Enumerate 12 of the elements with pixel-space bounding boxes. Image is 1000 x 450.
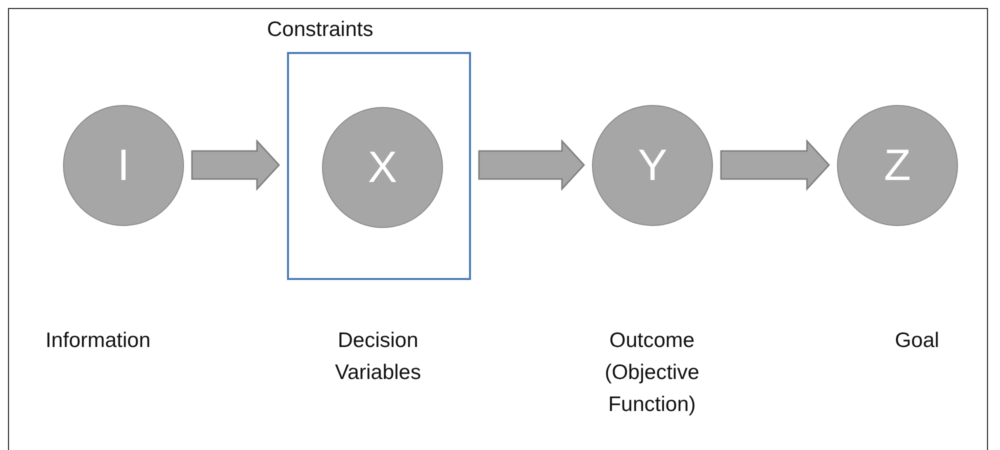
variable-letter: I [117,144,130,188]
stage-label: Information [44,328,152,354]
stage-label: Outcome (Objective Function) [604,328,700,418]
variable-letter: X [368,146,398,190]
stage-label: Decision Variables [334,328,422,386]
stage-label: Goal [894,328,940,354]
block-arrow [478,139,586,191]
variable-letter: Z [884,144,911,188]
block-arrow [720,139,830,191]
frame-heading: Constraints [267,18,374,42]
block-arrow [191,139,280,191]
variable-letter: Y [638,144,668,188]
